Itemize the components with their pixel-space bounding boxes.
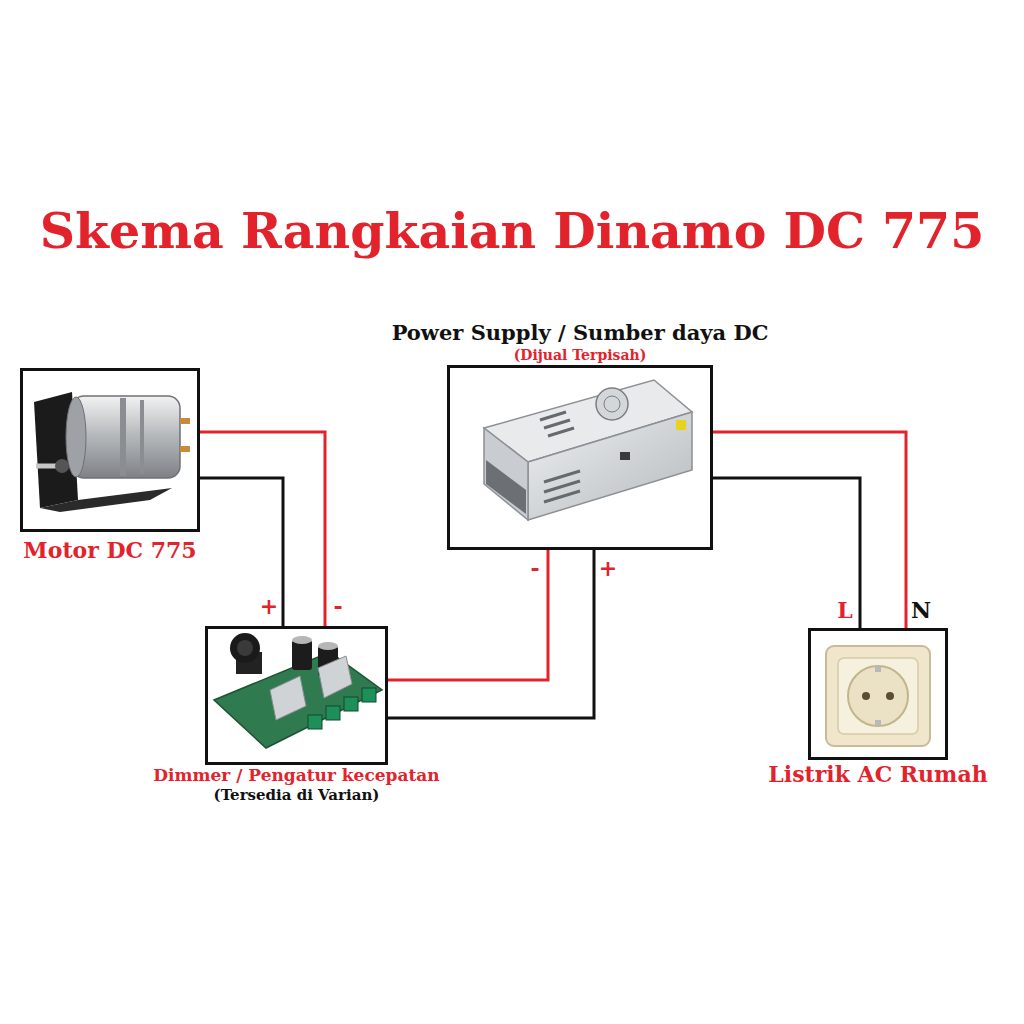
- power-supply-picture-part: [596, 388, 628, 420]
- dimmer-picture-part: [230, 633, 260, 663]
- terminal-label: +: [599, 557, 617, 579]
- terminal-label: -: [333, 595, 342, 617]
- power-supply-picture-part: [544, 491, 580, 502]
- power-supply-picture: [484, 380, 692, 520]
- socket-picture-part: [875, 666, 881, 672]
- power-supply-picture-part: [484, 428, 528, 520]
- component-box: Motor DC 775: [20, 368, 200, 532]
- power-supply-picture-part: [676, 420, 686, 430]
- socket-picture-part: [875, 720, 881, 726]
- component-note: (Dijual Terpisah): [392, 347, 769, 365]
- wire: [388, 550, 548, 680]
- dimmer-picture-part: [237, 640, 253, 656]
- power-supply-picture-part: [544, 420, 570, 428]
- wire: [388, 550, 594, 718]
- component-name: Dimmer / Pengatur kecepatan: [153, 765, 439, 786]
- terminal-label: -: [530, 557, 539, 579]
- wire: [200, 478, 283, 626]
- motor-picture-part: [72, 396, 180, 478]
- motor-picture-part: [55, 459, 69, 473]
- power-supply-picture-part: [528, 412, 692, 520]
- component-name: Power Supply / Sumber daya DC: [392, 320, 769, 346]
- socket-picture-part: [862, 692, 870, 700]
- component-name: Motor DC 775: [23, 537, 196, 565]
- socket-picture-part: [826, 646, 930, 746]
- dimmer-picture-part: [318, 656, 352, 698]
- motor-picture-part: [120, 398, 126, 476]
- component-box: Listrik AC Rumah: [808, 628, 948, 760]
- socket-picture-part: [838, 658, 918, 734]
- dimmer-picture-part: [344, 697, 358, 711]
- dimmer-picture-part: [292, 640, 312, 670]
- component-caption: Listrik AC Rumah: [768, 761, 987, 789]
- socket-picture-part: [886, 692, 894, 700]
- motor-picture-part: [40, 488, 172, 512]
- socket-picture-part: [848, 666, 908, 726]
- motor-picture-part: [140, 400, 144, 474]
- component-caption: Motor DC 775: [23, 537, 196, 565]
- dimmer-picture-part: [270, 676, 306, 720]
- power-supply-picture-part: [620, 452, 630, 460]
- motor-picture-part: [180, 418, 190, 424]
- power-supply-picture-part: [486, 460, 526, 514]
- motor-picture-part: [180, 446, 190, 452]
- wire: [200, 432, 325, 626]
- socket-picture: [826, 646, 930, 746]
- power-supply-picture-part: [544, 471, 580, 482]
- component-caption: Dimmer / Pengatur kecepatan(Tersedia di …: [153, 765, 439, 805]
- power-supply-picture-part: [548, 428, 574, 436]
- component-note: (Tersedia di Varian): [153, 786, 439, 805]
- component-box: Power Supply / Sumber daya DC(Dijual Ter…: [447, 365, 713, 550]
- terminal-label: +: [260, 595, 278, 617]
- dimmer-picture-part: [308, 715, 322, 729]
- dimmer-picture-part: [318, 642, 338, 650]
- wire: [713, 432, 906, 628]
- dimmer-picture-part: [362, 688, 376, 702]
- dimmer-picture-part: [326, 706, 340, 720]
- component-box: Dimmer / Pengatur kecepatan(Tersedia di …: [205, 626, 388, 765]
- wire: [713, 478, 860, 628]
- dimmer-picture: [214, 633, 382, 748]
- terminal-label: N: [911, 599, 931, 621]
- power-supply-picture-part: [540, 412, 566, 420]
- component-name: Listrik AC Rumah: [768, 761, 987, 789]
- diagram-title: Skema Rangkaian Dinamo DC 775: [0, 205, 1024, 259]
- power-supply-picture-part: [544, 481, 580, 492]
- terminal-label: L: [837, 599, 852, 621]
- dimmer-picture-part: [292, 636, 312, 644]
- component-caption: Power Supply / Sumber daya DC(Dijual Ter…: [392, 320, 769, 364]
- motor-picture-part: [66, 397, 86, 477]
- motor-picture: [34, 392, 190, 512]
- power-supply-picture-part: [604, 396, 620, 412]
